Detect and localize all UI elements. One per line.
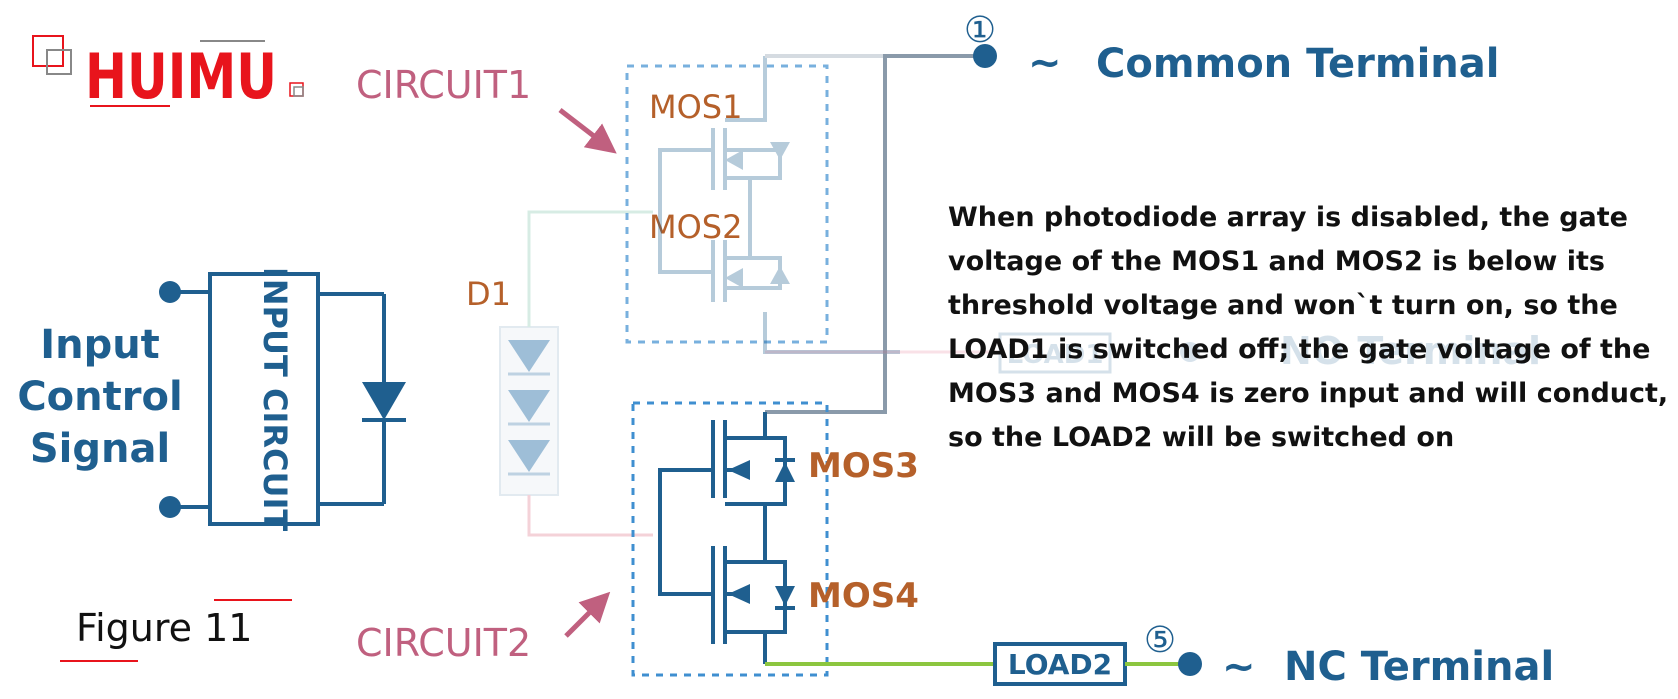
circuit2-mosfets — [658, 412, 795, 664]
load1-faded: LOAD1 NO Terminal — [765, 329, 1541, 374]
mos3-label: MOS3 — [808, 446, 919, 486]
circuit1-label: CIRCUIT1 — [356, 63, 531, 107]
svg-text:so the LOAD2 will be switched: so the LOAD2 will be switched on — [948, 422, 1454, 453]
input-led-diode — [318, 292, 406, 506]
nc-terminal-dot — [1178, 652, 1202, 676]
circuit2-dashed-box — [631, 401, 829, 677]
common-wire — [765, 54, 985, 414]
svg-text:MOS3 and MOS4 is zero input an: MOS3 and MOS4 is zero input and will con… — [948, 378, 1668, 409]
input-control-signal-label: Input Control Signal — [17, 322, 182, 472]
common-terminal-dot — [973, 44, 997, 68]
nc-terminal-label: NC Terminal — [1284, 644, 1554, 690]
mos1-label: MOS1 — [649, 88, 742, 126]
input-circuit-box: INPUT CIRCUIT — [208, 267, 320, 532]
svg-text:LOAD1: LOAD1 — [1007, 340, 1104, 370]
svg-text:HUIMU: HUIMU — [85, 40, 277, 113]
svg-text:LOAD2: LOAD2 — [1008, 648, 1112, 681]
svg-text:LOAD1 is switched off; the gat: LOAD1 is switched off; the gate voltage … — [948, 334, 1650, 365]
svg-text:threshold voltage and won`t tu: threshold voltage and won`t turn on, so … — [948, 290, 1618, 321]
svg-text:NO Terminal: NO Terminal — [1280, 329, 1541, 373]
circuit2-label: CIRCUIT2 — [356, 621, 531, 665]
mos4-label: MOS4 — [808, 576, 919, 616]
common-terminal-label: Common Terminal — [1096, 41, 1499, 87]
svg-text:voltage of the MOS1 and MOS2 i: voltage of the MOS1 and MOS2 is below it… — [948, 246, 1605, 277]
circuit1-mosfets — [658, 56, 900, 354]
common-tilde: ~ — [1028, 40, 1062, 86]
mos2-label: MOS2 — [649, 208, 742, 246]
pin5-marker: ⑤ — [1144, 620, 1176, 661]
svg-text:Signal: Signal — [30, 426, 170, 472]
input-terminal-bottom — [159, 496, 210, 518]
d1-photodiode-array — [499, 326, 559, 496]
circuit2-arrow — [564, 591, 611, 638]
pin1-marker: ① — [964, 10, 996, 51]
input-terminal-top — [159, 281, 210, 303]
svg-text:Control: Control — [17, 374, 182, 420]
svg-text:Input: Input — [40, 322, 160, 368]
huimu-logo: HUIMU — [32, 35, 304, 113]
nc-tilde: ~ — [1222, 644, 1256, 690]
d1-wires — [527, 210, 653, 537]
description-text: When photodiode array is disabled, the g… — [948, 202, 1668, 453]
svg-text:Figure 11: Figure 11 — [76, 606, 252, 650]
figure-caption: Figure 11 — [60, 599, 292, 662]
input-circuit-label: INPUT CIRCUIT — [256, 267, 294, 532]
circuit1-dashed-box — [625, 64, 829, 344]
svg-text:When photodiode array is disab: When photodiode array is disabled, the g… — [948, 202, 1628, 233]
svg-text:INPUT CIRCUIT: INPUT CIRCUIT — [256, 267, 294, 532]
circuit1-arrow — [558, 108, 617, 154]
load2-box: LOAD2 — [993, 642, 1127, 686]
d1-label: D1 — [466, 275, 511, 313]
